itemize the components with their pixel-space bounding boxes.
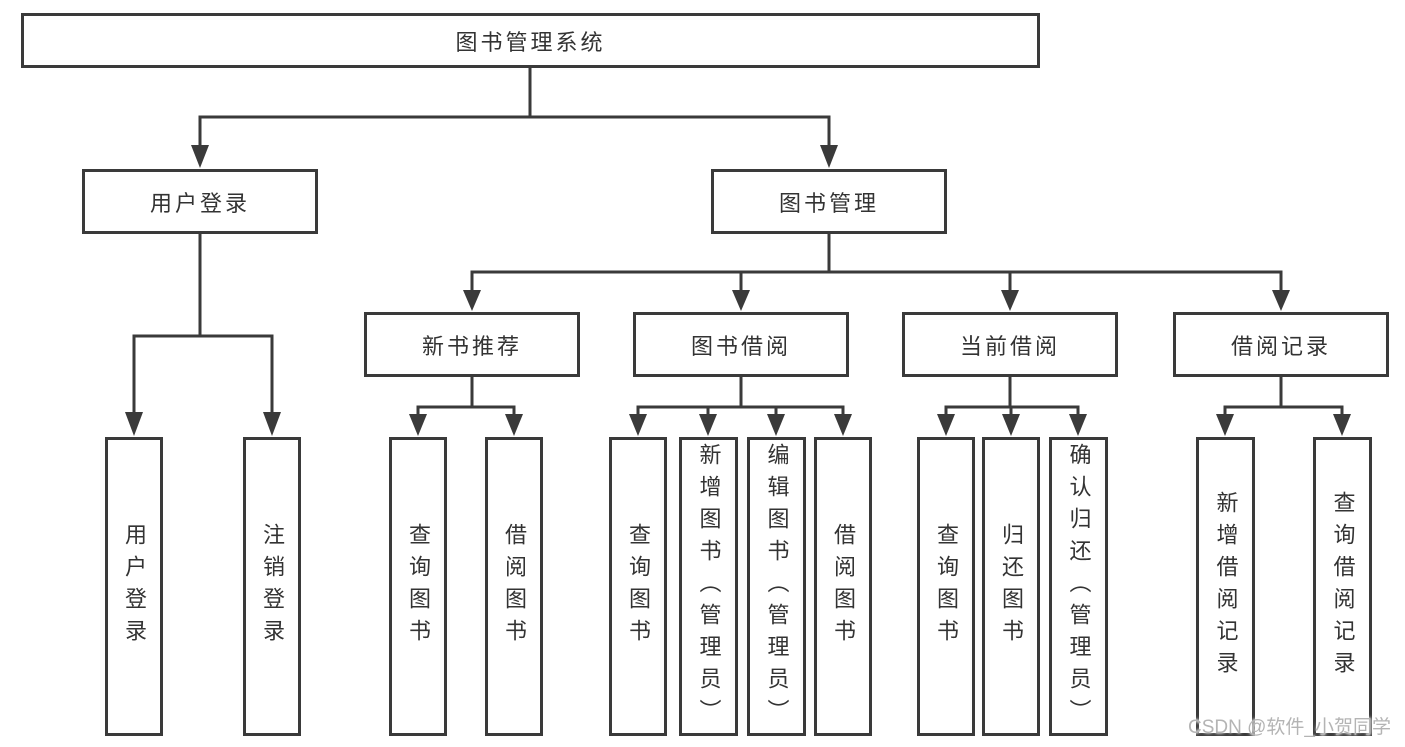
leaf-borrow-books-recommend: 借阅图书 [485, 437, 543, 736]
node-label: 借阅记录 [1230, 333, 1331, 359]
leaf-add-books-admin: 新增图书（管理员） [679, 437, 738, 736]
node-root-system: 图书管理系统 [21, 13, 1040, 68]
node-user-login: 用户登录 [82, 169, 318, 234]
node-label: 用户登录 [149, 190, 250, 216]
leaf-label: 查询图书 [626, 522, 651, 651]
leaf-query-books-recommend: 查询图书 [389, 437, 447, 736]
leaf-label: 确认归还（管理员） [1066, 442, 1092, 731]
leaf-label: 查询图书 [934, 522, 959, 651]
watermark-text: CSDN @软件_小贺同学 [1188, 717, 1391, 738]
node-current-borrow: 当前借阅 [902, 312, 1118, 377]
leaf-label: 编辑图书（管理员） [764, 442, 790, 731]
leaf-query-books-borrow: 查询图书 [609, 437, 667, 736]
node-label: 图书管理系统 [455, 29, 606, 55]
edge-root-split [191, 66, 838, 168]
leaf-query-borrow-record: 查询借阅记录 [1313, 437, 1372, 736]
node-book-borrow: 图书借阅 [633, 312, 849, 377]
node-label: 新书推荐 [421, 333, 522, 359]
node-borrow-records: 借阅记录 [1173, 312, 1389, 377]
leaf-label: 注销登录 [260, 522, 285, 651]
leaf-logout: 注销登录 [243, 437, 301, 736]
leaf-confirm-return-admin: 确认归还（管理员） [1049, 437, 1108, 736]
leaf-label: 借阅图书 [831, 522, 856, 651]
leaf-label: 借阅图书 [502, 522, 527, 651]
leaf-label: 归还图书 [999, 522, 1024, 651]
leaf-label: 新增图书（管理员） [696, 442, 722, 731]
edge-current-borrow-split [937, 375, 1087, 436]
leaf-edit-books-admin: 编辑图书（管理员） [747, 437, 806, 736]
leaf-label: 新增借阅记录 [1213, 490, 1239, 683]
node-label: 图书管理 [778, 190, 879, 216]
node-book-management: 图书管理 [711, 169, 947, 234]
leaf-query-books-current: 查询图书 [917, 437, 975, 736]
leaf-add-borrow-record: 新增借阅记录 [1196, 437, 1255, 736]
leaf-label: 查询图书 [406, 522, 431, 651]
node-label: 图书借阅 [690, 333, 791, 359]
edge-user-login-split [125, 232, 281, 436]
leaf-label: 用户登录 [122, 522, 147, 651]
node-new-book-recommend: 新书推荐 [364, 312, 580, 377]
leaf-borrow-books: 借阅图书 [814, 437, 872, 736]
edge-book-borrow-split [629, 375, 852, 436]
leaf-user-login: 用户登录 [105, 437, 163, 736]
node-label: 当前借阅 [959, 333, 1060, 359]
edge-borrow-records-split [1216, 375, 1351, 436]
edge-book-management-split [463, 232, 1290, 311]
leaf-return-books: 归还图书 [982, 437, 1040, 736]
leaf-label: 查询借阅记录 [1330, 490, 1356, 683]
edge-new-book-split [409, 375, 523, 436]
